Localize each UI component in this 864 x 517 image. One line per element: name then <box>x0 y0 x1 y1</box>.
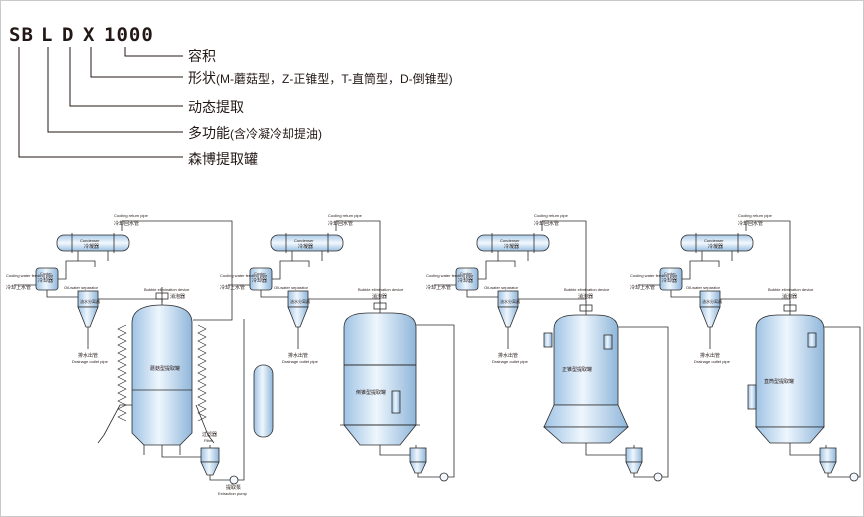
drain-en: Drainage outlet pipe <box>282 359 319 364</box>
cooling-return-en: Cooling return pipe <box>534 213 569 218</box>
sight-glass-vessel <box>253 364 274 438</box>
feed-en: Cooling water feeding pipe <box>220 273 268 278</box>
bubble-en: Bubble elimination device <box>358 287 404 292</box>
drain-cn: 排水出管 <box>700 352 720 359</box>
legend-brand: 森博提取罐 <box>188 151 258 167</box>
cooling-return-cn: 冷却回水管 <box>114 220 139 227</box>
bubble-cn: 消泡器 <box>372 293 387 300</box>
separator-cn: 油水分离器 <box>290 298 310 304</box>
bubble-en: Bubble elimination device <box>564 287 610 292</box>
drain-cn: 排水出管 <box>288 352 308 359</box>
code-mode: D <box>62 24 75 46</box>
condenser-en: Condenser <box>500 238 520 243</box>
code-function: L <box>41 24 54 46</box>
cooler-cn: 冷却器 <box>662 277 677 284</box>
tank-label: 直筒型提取罐 <box>764 378 794 385</box>
separator-cn: 油水分离器 <box>500 298 520 304</box>
bubble-cn: 消泡器 <box>170 293 185 300</box>
unit-straight-cylinder: Cooling return pipe 冷却回水管 Condenser 冷凝器 … <box>630 213 861 482</box>
feed-en: Cooling water feeding pipe <box>426 273 474 278</box>
code-series: SB <box>9 24 34 46</box>
condenser-en: Condenser <box>704 238 724 243</box>
legend-volume: 容积 <box>188 48 216 64</box>
drain-en: Drainage outlet pipe <box>72 359 109 364</box>
code-volume: 1000 <box>104 24 154 46</box>
drain-cn: 排水出管 <box>78 352 98 359</box>
legend-dynamic: 动态提取 <box>188 99 244 115</box>
bubble-cn: 消泡器 <box>578 293 593 300</box>
bubble-en: Bubble elimination device <box>768 287 814 292</box>
condenser-cn: 冷凝器 <box>504 243 519 250</box>
cooling-return-en: Cooling return pipe <box>738 213 773 218</box>
separator-en: Oil-water separator <box>484 285 519 290</box>
code-shape: X <box>83 24 96 46</box>
legend-multifunction: 多功能(含冷凝冷却提油) <box>188 125 322 141</box>
separator-en: Oil-water separator <box>64 285 99 290</box>
separator-en: Oil-water separator <box>274 285 309 290</box>
drain-en: Drainage outlet pipe <box>492 359 529 364</box>
separator-en: Oil-water separator <box>686 285 721 290</box>
filter-cn: 过滤器 <box>202 431 217 438</box>
cooling-return-cn: 冷却回水管 <box>738 220 763 227</box>
pump-en: Extraction pump <box>218 491 248 496</box>
condenser-cn: 冷凝器 <box>708 243 723 250</box>
feed-en: Cooling water feeding pipe <box>6 273 54 278</box>
cooling-return-cn: 冷却回水管 <box>534 220 559 227</box>
separator-cn: 油水分离器 <box>702 298 722 304</box>
feed-cn: 冷却上水管 <box>630 284 655 291</box>
cooler-en: Cooler <box>254 271 266 276</box>
code-leader-lines <box>18 47 183 158</box>
bubble-cn: 消泡器 <box>782 293 797 300</box>
condenser-en: Condenser <box>80 238 100 243</box>
cooler-en: Cooler <box>460 271 472 276</box>
tank-label: 蘑菇型提取罐 <box>150 365 180 372</box>
drain-en: Drainage outlet pipe <box>694 359 731 364</box>
condenser-cn: 冷凝器 <box>298 243 313 250</box>
legend-shape: 形状(M-蘑菇型，Z-正锥型，T-直筒型，D-倒锥型) <box>188 70 453 86</box>
feed-en: Cooling water feeding pipe <box>630 273 678 278</box>
cooling-return-en: Cooling return pipe <box>114 213 149 218</box>
filter-en: Filter <box>204 438 214 443</box>
cooler-cn: 冷却器 <box>38 277 53 284</box>
cooling-return-cn: 冷却回水管 <box>328 220 353 227</box>
cooler-cn: 冷却器 <box>252 277 267 284</box>
cooler-cn: 冷却器 <box>458 277 473 284</box>
tank-label: 正锥型提取罐 <box>562 366 592 373</box>
feed-cn: 冷却上水管 <box>426 284 451 291</box>
cooler-en: Cooler <box>664 271 676 276</box>
pump-cn: 提取泵 <box>226 484 241 491</box>
condenser-cn: 冷凝器 <box>84 243 99 250</box>
unit-inverted-cone: Cooling return pipe 冷却回水管 Condenser 冷凝器 … <box>220 213 455 482</box>
bubble-en: Bubble elimination device <box>144 287 190 292</box>
feed-cn: 冷却上水管 <box>220 284 245 291</box>
condenser-en: Condenser <box>294 238 314 243</box>
cooler-en: Cooler <box>40 271 52 276</box>
tank-label: 倒锥型提取罐 <box>356 389 386 396</box>
process-diagram: Cooling return pipe 冷却回水管 Condenser 冷凝器 … <box>6 213 861 496</box>
cooling-return-en: Cooling return pipe <box>328 213 363 218</box>
feed-cn: 冷却上水管 <box>6 284 31 291</box>
unit-positive-cone: Cooling return pipe 冷却回水管 Condenser 冷凝器 … <box>426 213 669 482</box>
drain-cn: 排水出管 <box>498 352 518 359</box>
unit-mushroom: Cooling return pipe 冷却回水管 Condenser 冷凝器 … <box>6 213 248 496</box>
separator-cn: 油水分离器 <box>80 298 100 304</box>
